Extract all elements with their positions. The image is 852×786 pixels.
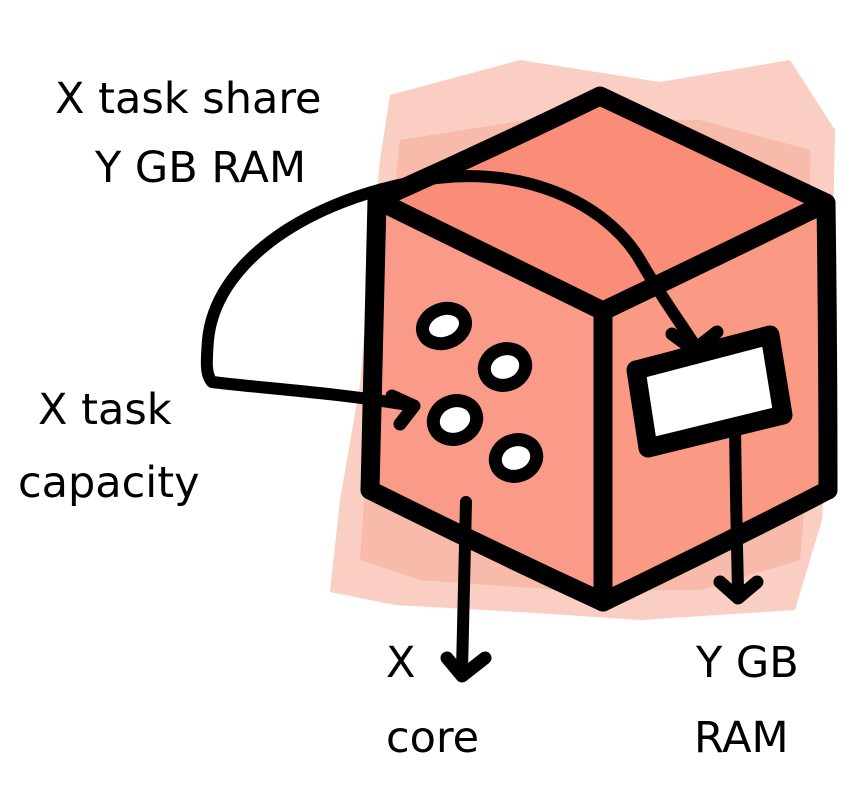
task-share-connector xyxy=(402,170,700,350)
ram-arrow xyxy=(729,419,744,596)
task-capacity-connector xyxy=(200,177,414,411)
task-share-label-line2: Y GB RAM xyxy=(94,143,306,193)
labels: X task share Y GB RAM X task capacity X … xyxy=(18,74,799,763)
arrow-icon xyxy=(385,325,764,683)
core-dot xyxy=(477,342,533,392)
arrow-head-ram xyxy=(713,575,764,605)
connectors xyxy=(200,170,744,676)
arrow-head-core xyxy=(440,651,492,683)
arrow-head-core-dots xyxy=(385,389,421,431)
arrow-head-ram-slot xyxy=(665,325,724,357)
task-share-label-line1: X task share xyxy=(55,74,322,124)
task-capacity-label-line2: capacity xyxy=(18,458,200,508)
ram-label-line1: Y GB xyxy=(695,638,799,688)
ram-label-line2: RAM xyxy=(694,713,789,763)
cube-front-face xyxy=(370,200,603,602)
core-dot xyxy=(416,301,472,351)
core-label-line2: core xyxy=(386,713,479,763)
core-label-line1: X xyxy=(386,638,415,688)
ram-slot-icon xyxy=(626,325,793,458)
task-capacity-label-line1: X task xyxy=(38,385,172,435)
cpu-core-dots-icon xyxy=(416,301,544,483)
core-dot xyxy=(488,433,544,483)
core-arrow xyxy=(456,496,472,676)
core-dot xyxy=(426,394,484,446)
